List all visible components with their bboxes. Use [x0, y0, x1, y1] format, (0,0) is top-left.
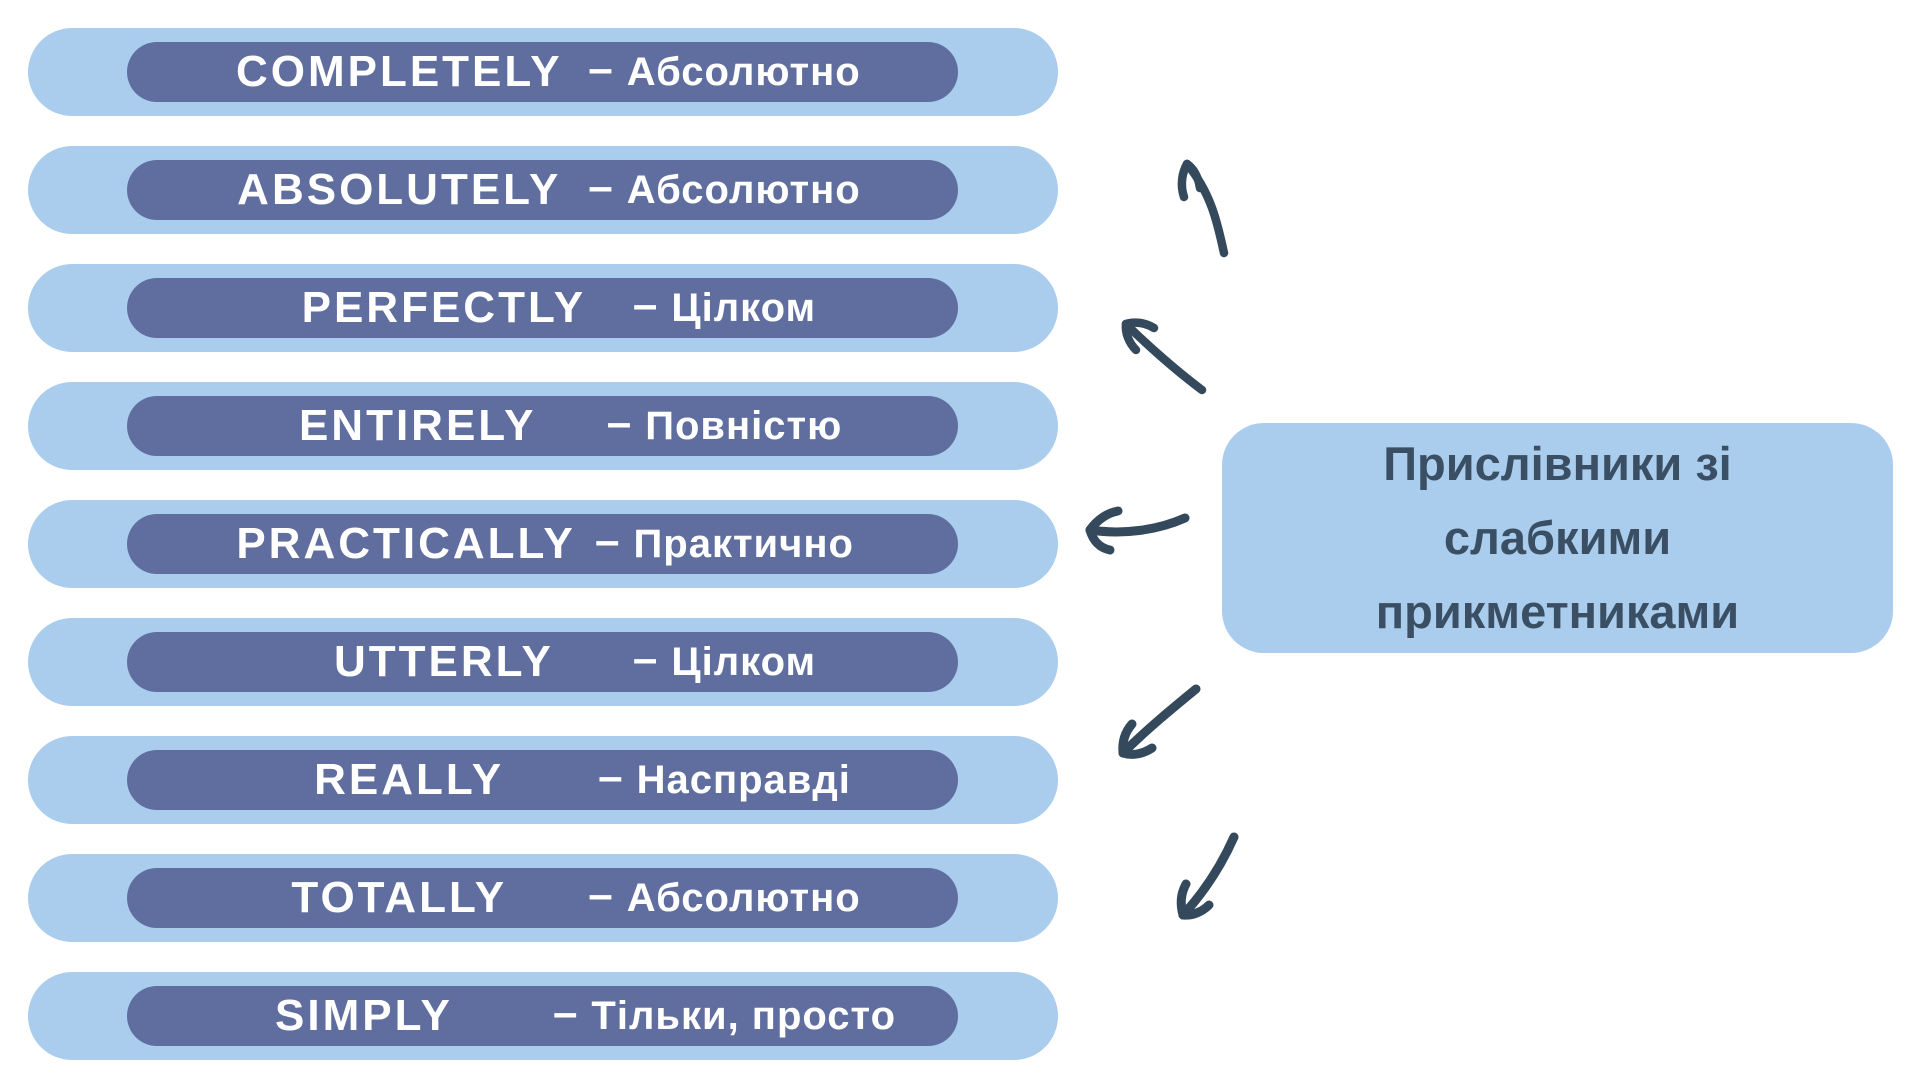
- ukrainian-translation: Тільки, просто: [591, 993, 897, 1038]
- vocab-pill: SIMPLY – Тільки, просто: [127, 986, 958, 1046]
- vocab-row: REALLY – Насправді: [28, 736, 1058, 824]
- ukrainian-translation: Цілком: [671, 639, 817, 684]
- ukrainian-translation: Цілком: [671, 285, 817, 330]
- dash-separator: –: [552, 988, 578, 1037]
- curved-arrow-down-left-2-icon: [1176, 832, 1239, 920]
- vocab-pill: TOTALLY – Абсолютно: [127, 868, 958, 928]
- vocab-row: UTTERLY – Цілком: [28, 618, 1058, 706]
- english-adverb: PERFECTLY: [301, 283, 587, 332]
- vocab-row: SIMPLY – Тільки, просто: [28, 972, 1058, 1060]
- vocab-pill: ENTIRELY – Повністю: [127, 396, 958, 456]
- category-label-box: Прислівники зі слабкими прикметниками: [1222, 423, 1893, 653]
- vocab-row: ABSOLUTELY – Абсолютно: [28, 146, 1058, 234]
- ukrainian-translation: Абсолютно: [626, 49, 861, 94]
- english-adverb: UTTERLY: [333, 637, 554, 686]
- vocab-pill: PERFECTLY – Цілком: [127, 278, 958, 338]
- dash-separator: –: [588, 162, 613, 211]
- vocab-row: TOTALLY – Абсолютно: [28, 854, 1058, 942]
- english-adverb: PRACTICALLY: [236, 519, 576, 568]
- vocab-row: COMPLETELY – Абсолютно: [28, 28, 1058, 116]
- vocab-pill: PRACTICALLY – Практично: [127, 514, 958, 574]
- vocab-pill: REALLY – Насправді: [127, 750, 958, 810]
- ukrainian-translation: Насправді: [636, 757, 851, 802]
- ukrainian-translation: Повністю: [645, 403, 843, 448]
- dash-separator: –: [598, 752, 623, 801]
- english-adverb: ENTIRELY: [298, 401, 537, 450]
- dash-separator: –: [588, 870, 613, 919]
- category-label-line: слабкими: [1443, 511, 1672, 564]
- ukrainian-translation: Абсолютно: [626, 875, 861, 920]
- vocab-row: PERFECTLY – Цілком: [28, 264, 1058, 352]
- english-adverb: COMPLETELY: [235, 47, 563, 96]
- vocab-pill: COMPLETELY – Абсолютно: [127, 42, 958, 102]
- ukrainian-translation: Абсолютно: [626, 167, 861, 212]
- ukrainian-translation: Практично: [633, 521, 854, 566]
- category-label-line: прикметниками: [1375, 585, 1740, 638]
- english-adverb: ABSOLUTELY: [237, 165, 562, 214]
- vocab-row: ENTIRELY – Повністю: [28, 382, 1058, 470]
- vocab-pill: ABSOLUTELY – Абсолютно: [127, 160, 958, 220]
- curved-arrow-up-left-icon: [1121, 318, 1207, 395]
- curved-arrow-up-icon: [1177, 159, 1229, 258]
- dash-separator: –: [606, 398, 632, 447]
- english-adverb: REALLY: [314, 755, 505, 804]
- english-adverb: SIMPLY: [275, 991, 453, 1040]
- dash-separator: –: [595, 516, 620, 565]
- dash-separator: –: [632, 280, 658, 329]
- category-label-line: Прислівники зі: [1383, 437, 1732, 490]
- english-adverb: TOTALLY: [291, 873, 508, 922]
- vocab-pill: UTTERLY – Цілком: [127, 632, 958, 692]
- curved-arrow-down-left-icon: [1118, 684, 1201, 759]
- vocab-row: PRACTICALLY – Практично: [28, 500, 1058, 588]
- vocab-list: COMPLETELY – Абсолютно ABSOLUTELY – Абсо…: [28, 28, 1058, 1060]
- curved-arrow-left-icon: [1085, 506, 1190, 555]
- dash-separator: –: [588, 44, 613, 93]
- dash-separator: –: [632, 634, 658, 683]
